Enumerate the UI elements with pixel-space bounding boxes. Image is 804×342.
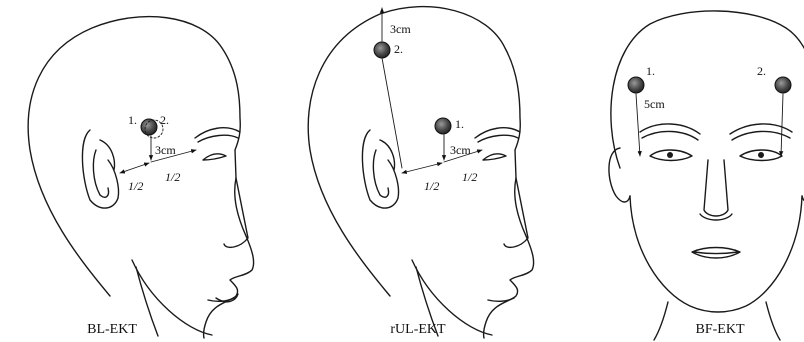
electrode-2-label: 2. (394, 42, 403, 56)
electrode-2-label: 2. (757, 64, 766, 78)
head-profile-left (28, 17, 253, 338)
caption-bl-ekt: BL-EKT (87, 322, 137, 337)
distance-label: 3cm (450, 143, 471, 157)
panel-bf-ekt: 1. 2. 5cm BF-EKT (609, 11, 804, 340)
head-frontal (609, 11, 804, 340)
head-profile-middle (308, 7, 533, 338)
half-label-b: 1/2 (165, 170, 180, 184)
electrode-1-label: 1. (455, 117, 464, 131)
electrode-1-label: 1. (128, 113, 137, 127)
electrode-2-label: 2. (160, 113, 169, 127)
electrode-1 (628, 77, 644, 93)
caption-rul-ekt: rUL-EKT (390, 322, 446, 337)
electrode-2 (775, 77, 791, 93)
left-distance-line (636, 94, 640, 156)
half-label-a: 1/2 (128, 179, 143, 193)
ear-to-center-line (402, 163, 442, 173)
panel-rul-ekt: 2. 3cm 1. 3cm 1/2 1/2 rUL-EKT (308, 7, 533, 338)
top-distance-label: 3cm (390, 22, 411, 36)
electrode-2 (374, 42, 390, 58)
panel-bl-ekt: 1. 2. 3cm 1/2 1/2 BL-EKT (28, 17, 253, 338)
caption-bf-ekt: BF-EKT (696, 322, 745, 337)
electrode-1-label: 1. (646, 64, 655, 78)
distance-label: 5cm (644, 97, 665, 111)
distance-label: 3cm (155, 143, 176, 157)
ear-to-center-line (120, 163, 149, 173)
half-label-b: 1/2 (462, 170, 477, 184)
electrode-1 (435, 118, 451, 134)
half-label-a: 1/2 (424, 179, 439, 193)
right-distance-line (781, 94, 783, 156)
